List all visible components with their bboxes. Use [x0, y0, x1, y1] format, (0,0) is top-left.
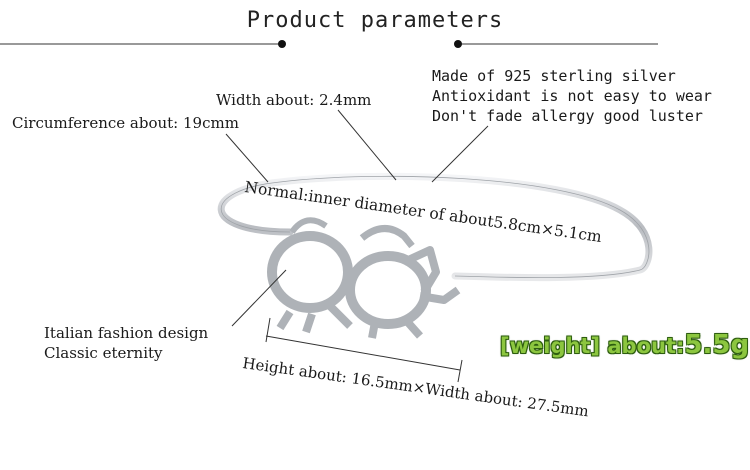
size-dimension-tick-right [457, 359, 463, 383]
leader-width [337, 109, 397, 181]
design-label-line1: Italian fashion design [44, 324, 209, 342]
header-dot-left [278, 40, 286, 48]
spec-list: Made of 925 sterling silver Antioxidant … [432, 66, 712, 126]
width-label: Width about: 2.4mm [216, 91, 372, 109]
spec-item: Don't fade allergy good luster [432, 107, 703, 125]
leader-spec [431, 125, 489, 183]
weight-prefix: [weight] about: [500, 334, 685, 358]
leader-design [231, 269, 287, 327]
page-title: Product parameters [246, 8, 504, 33]
weight-badge: [weight] about:5.5g [500, 330, 749, 360]
leader-circumference [225, 133, 269, 183]
header-dot-right [454, 40, 462, 48]
charm-figures [267, 217, 461, 339]
weight-value: 5.5g [684, 330, 750, 360]
size-dimension-tick-left [265, 317, 271, 343]
design-label-line2: Classic eternity [44, 344, 163, 362]
size-dimension-line [265, 335, 461, 371]
bangle-wire-outline [220, 175, 650, 279]
spec-item: Made of 925 sterling silver [432, 67, 676, 85]
spec-item: Antioxidant is not easy to wear [432, 87, 712, 105]
circumference-label: Circumference about: 19cmm [12, 114, 239, 132]
